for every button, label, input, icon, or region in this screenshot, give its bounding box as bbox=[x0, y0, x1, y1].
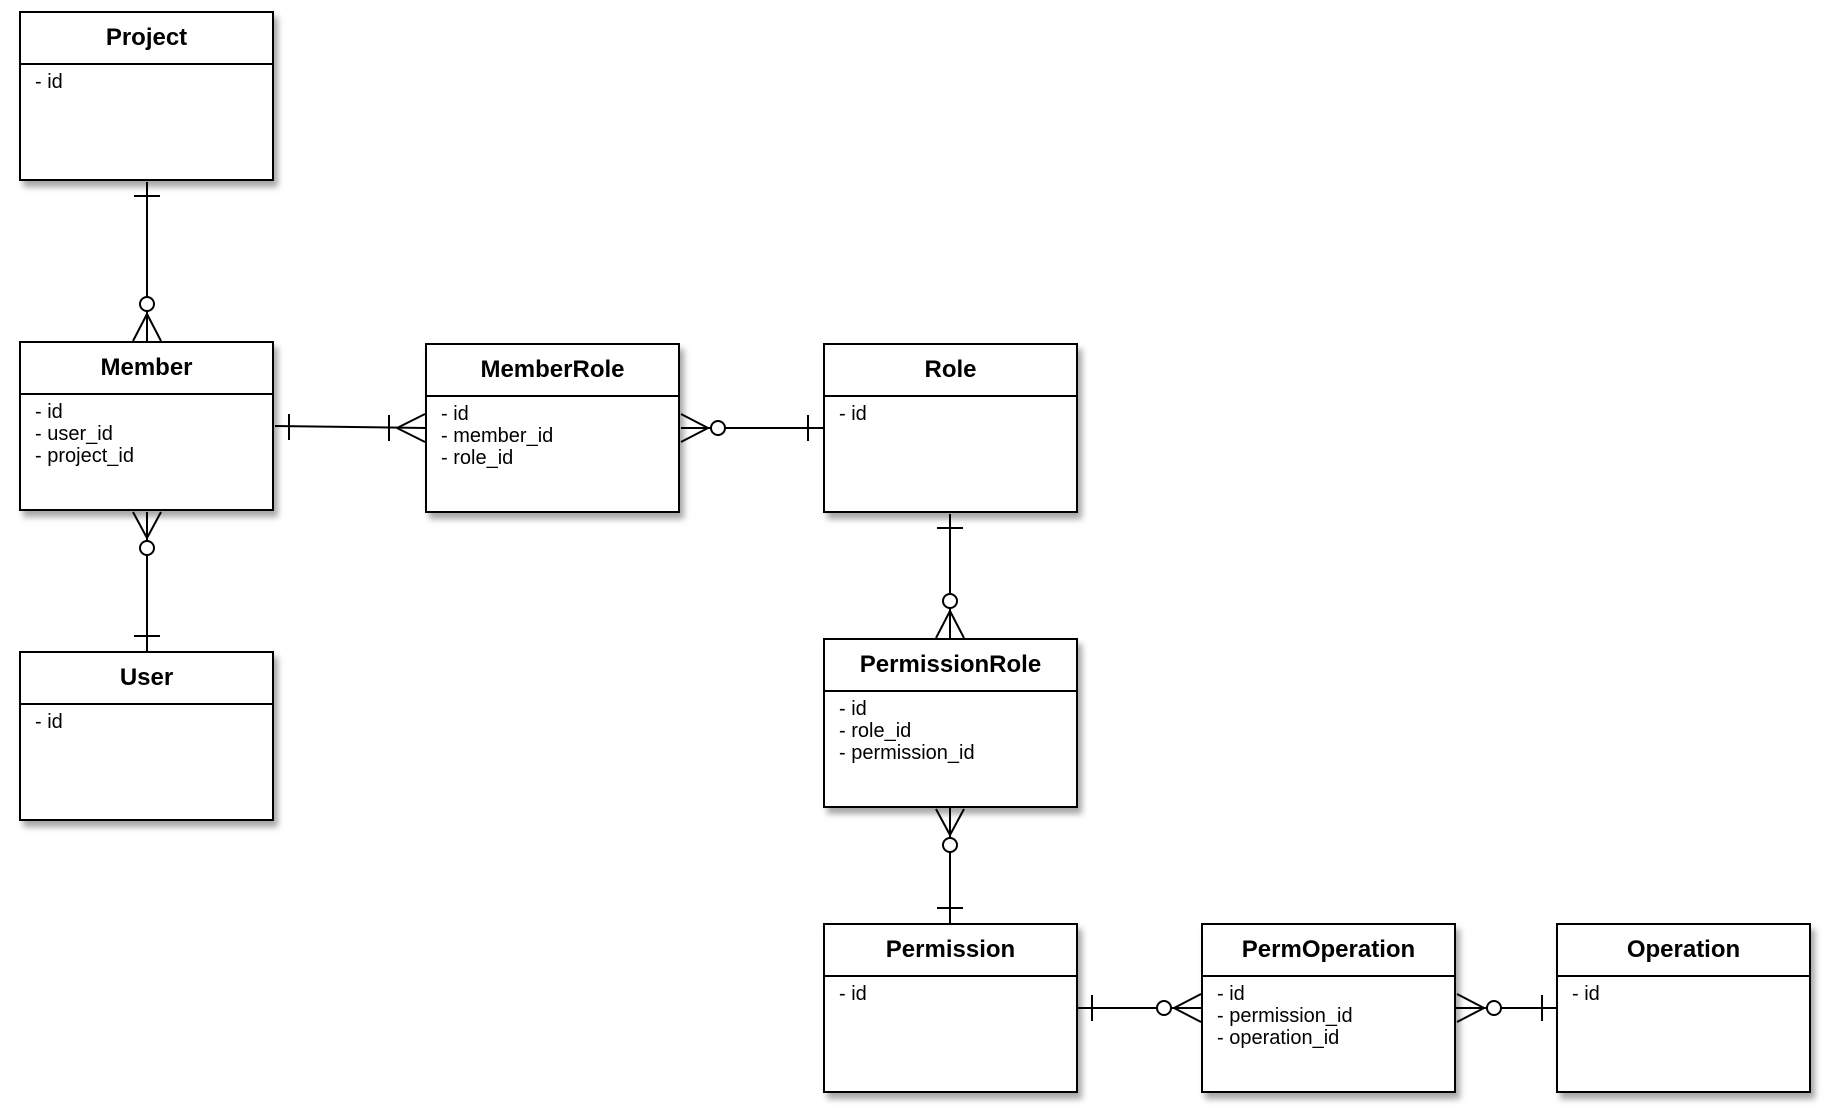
rel-project-member bbox=[132, 182, 162, 342]
entity-title: Role bbox=[825, 345, 1076, 397]
rel-permission-permoperation bbox=[1077, 993, 1202, 1023]
field-id: - id bbox=[839, 698, 867, 720]
field-operation-id: - operation_id bbox=[1217, 1027, 1340, 1049]
entity-title: MemberRole bbox=[427, 345, 678, 397]
field-id: - id bbox=[839, 403, 867, 425]
field-id: - id bbox=[35, 71, 63, 93]
entity-title: User bbox=[21, 653, 272, 705]
entity-user[interactable]: User - id bbox=[19, 651, 274, 821]
entity-title: PermOperation bbox=[1203, 925, 1454, 977]
entity-title: Permission bbox=[825, 925, 1076, 977]
entity-field-list: - id - member_id - role_id bbox=[427, 397, 678, 475]
rel-role-permissionrole bbox=[935, 514, 965, 639]
entity-title: Member bbox=[21, 343, 272, 395]
field-id: - id bbox=[839, 983, 867, 1005]
field-id: - id bbox=[35, 711, 63, 733]
field-id: - id bbox=[1217, 983, 1245, 1005]
entity-title: Operation bbox=[1558, 925, 1809, 977]
rel-permission-permissionrole bbox=[935, 808, 965, 924]
entity-field-list: - id bbox=[1558, 977, 1809, 1011]
field-id: - id bbox=[441, 403, 469, 425]
rel-operation-permoperation bbox=[1456, 993, 1557, 1023]
entity-member-role[interactable]: MemberRole - id - member_id - role_id bbox=[425, 343, 680, 513]
entity-field-list: - id - permission_id - operation_id bbox=[1203, 977, 1454, 1055]
rel-member-memberrole bbox=[274, 413, 426, 443]
field-permission-id: - permission_id bbox=[839, 742, 975, 764]
entity-field-list: - id bbox=[21, 65, 272, 99]
entity-permission-role[interactable]: PermissionRole - id - role_id - permissi… bbox=[823, 638, 1078, 808]
field-member-id: - member_id bbox=[441, 425, 554, 447]
entity-perm-operation[interactable]: PermOperation - id - permission_id - ope… bbox=[1201, 923, 1456, 1093]
entity-field-list: - id - role_id - permission_id bbox=[825, 692, 1076, 770]
field-user-id: - user_id bbox=[35, 423, 113, 445]
field-permission-id: - permission_id bbox=[1217, 1005, 1353, 1027]
entity-permission[interactable]: Permission - id bbox=[823, 923, 1078, 1093]
entity-field-list: - id bbox=[21, 705, 272, 739]
field-project-id: - project_id bbox=[35, 445, 134, 467]
entity-role[interactable]: Role - id bbox=[823, 343, 1078, 513]
entity-field-list: - id bbox=[825, 977, 1076, 1011]
field-role-id: - role_id bbox=[441, 447, 514, 469]
entity-title: Project bbox=[21, 13, 272, 65]
rel-user-member bbox=[132, 511, 162, 651]
field-id: - id bbox=[35, 401, 63, 423]
field-role-id: - role_id bbox=[839, 720, 912, 742]
entity-field-list: - id bbox=[825, 397, 1076, 431]
entity-project[interactable]: Project - id bbox=[19, 11, 274, 181]
entity-member[interactable]: Member - id - user_id - project_id bbox=[19, 341, 274, 511]
entity-title: PermissionRole bbox=[825, 640, 1076, 692]
entity-operation[interactable]: Operation - id bbox=[1556, 923, 1811, 1093]
field-id: - id bbox=[1572, 983, 1600, 1005]
entity-field-list: - id - user_id - project_id bbox=[21, 395, 272, 473]
rel-role-memberrole bbox=[680, 413, 823, 443]
